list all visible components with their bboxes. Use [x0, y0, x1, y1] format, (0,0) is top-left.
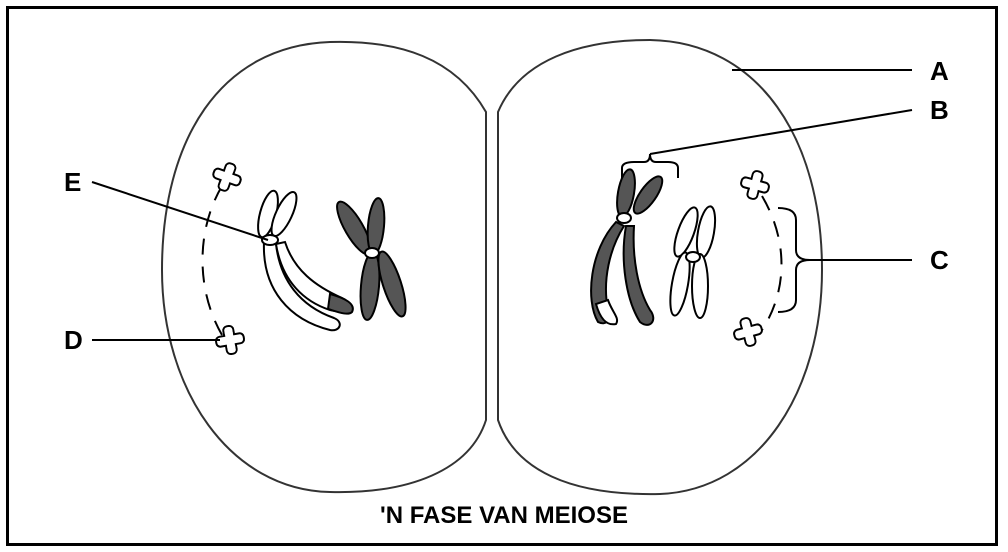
diagram-caption: 'N FASE VAN MEIOSE [0, 504, 1008, 528]
right-cell-membrane [498, 40, 822, 494]
left-spindle-arc [203, 186, 223, 335]
right-spindle-arc [762, 196, 782, 330]
label-c: C [930, 247, 949, 273]
centriole-icon [209, 159, 245, 195]
label-e: E [64, 169, 81, 195]
bracket-c [778, 208, 810, 312]
leader-line-e [92, 182, 268, 240]
right-light-chromosome [667, 205, 719, 318]
label-b: B [930, 97, 949, 123]
centriole-icon [731, 315, 765, 349]
right-dark-chromosome [591, 168, 667, 325]
label-d: D [64, 327, 83, 353]
left-cell-membrane [162, 42, 486, 492]
label-a: A [930, 58, 949, 84]
leader-line-b [650, 110, 912, 154]
centriole-icon [738, 168, 772, 202]
